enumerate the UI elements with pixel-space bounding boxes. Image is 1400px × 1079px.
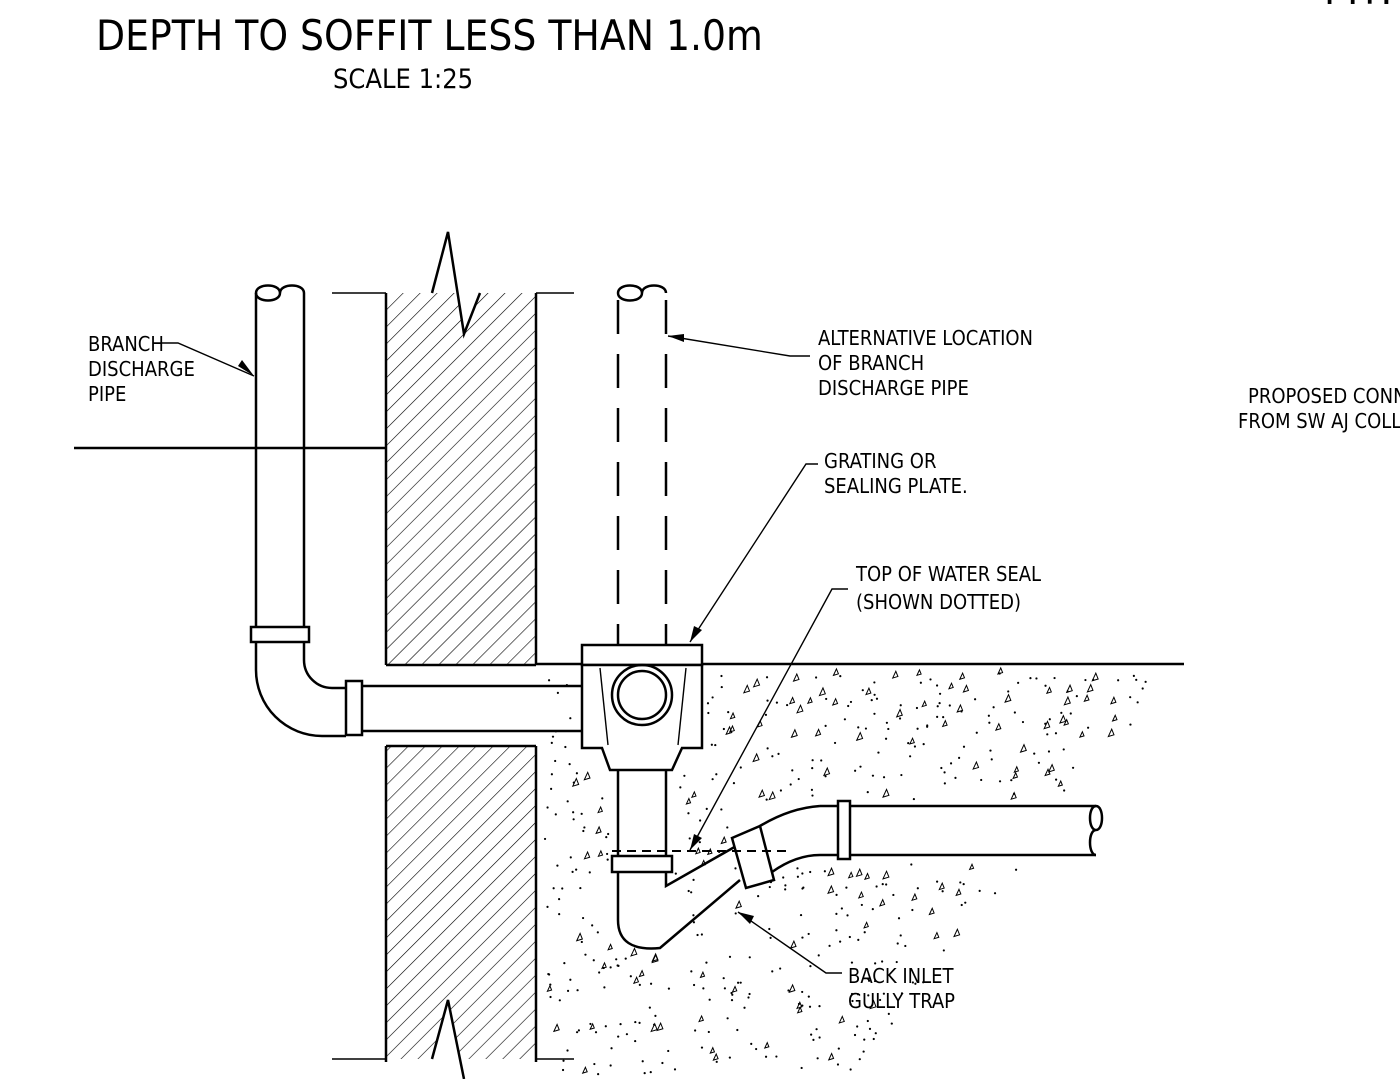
label-alternative-location: ALTERNATIVE LOCATION OF BRANCH DISCHARGE… xyxy=(818,326,1033,400)
wall-section xyxy=(384,231,538,1079)
label-gully-trap: BACK INLET GULLY TRAP xyxy=(848,964,955,1013)
svg-text:GRATING OR: GRATING OR xyxy=(824,449,936,473)
svg-text:BACK INLET: BACK INLET xyxy=(848,964,955,988)
svg-text:ALTERNATIVE LOCATION: ALTERNATIVE LOCATION xyxy=(818,326,1033,350)
svg-text:OF BRANCH: OF BRANCH xyxy=(818,351,924,375)
svg-text:BRANCH: BRANCH xyxy=(88,332,164,356)
svg-text:PIPE: PIPE xyxy=(88,382,126,406)
svg-text:SEALING PLATE.: SEALING PLATE. xyxy=(824,474,968,498)
drawing-scale: SCALE 1:25 xyxy=(333,64,473,95)
concrete-stipple xyxy=(543,666,1147,1076)
corner-mark: TYP. xyxy=(1317,0,1392,14)
drawing-title: DEPTH TO SOFFIT LESS THAN 1.0m xyxy=(96,11,763,60)
svg-text:DISCHARGE: DISCHARGE xyxy=(88,357,195,381)
label-water-seal: TOP OF WATER SEAL (SHOWN DOTTED) xyxy=(855,562,1041,614)
wall-break-top xyxy=(430,231,482,339)
alternative-branch-pipe xyxy=(616,284,668,648)
branch-discharge-pipe xyxy=(249,284,584,738)
svg-text:GULLY TRAP: GULLY TRAP xyxy=(848,989,955,1013)
svg-text:FROM SW AJ COLLECTOR: FROM SW AJ COLLECTOR xyxy=(1238,409,1400,433)
gully-trap-body xyxy=(580,643,852,950)
grating-plate xyxy=(580,643,704,667)
label-proposed-connection: PROPOSED CONNECTION FROM SW AJ COLLECTOR xyxy=(1238,384,1400,433)
leader-lines xyxy=(162,334,848,974)
svg-text:TOP OF WATER SEAL: TOP OF WATER SEAL xyxy=(855,562,1041,586)
svg-text:PROPOSED CONNECTION: PROPOSED CONNECTION xyxy=(1248,384,1400,408)
label-grating: GRATING OR SEALING PLATE. xyxy=(824,449,968,498)
svg-text:(SHOWN DOTTED): (SHOWN DOTTED) xyxy=(856,590,1021,614)
label-branch-discharge-pipe: BRANCH DISCHARGE PIPE xyxy=(88,332,195,406)
wall-break-bottom xyxy=(430,999,466,1079)
concrete-surround xyxy=(536,664,1180,1079)
svg-text:DISCHARGE PIPE: DISCHARGE PIPE xyxy=(818,376,969,400)
proposed-connection-pipe xyxy=(850,804,1104,857)
